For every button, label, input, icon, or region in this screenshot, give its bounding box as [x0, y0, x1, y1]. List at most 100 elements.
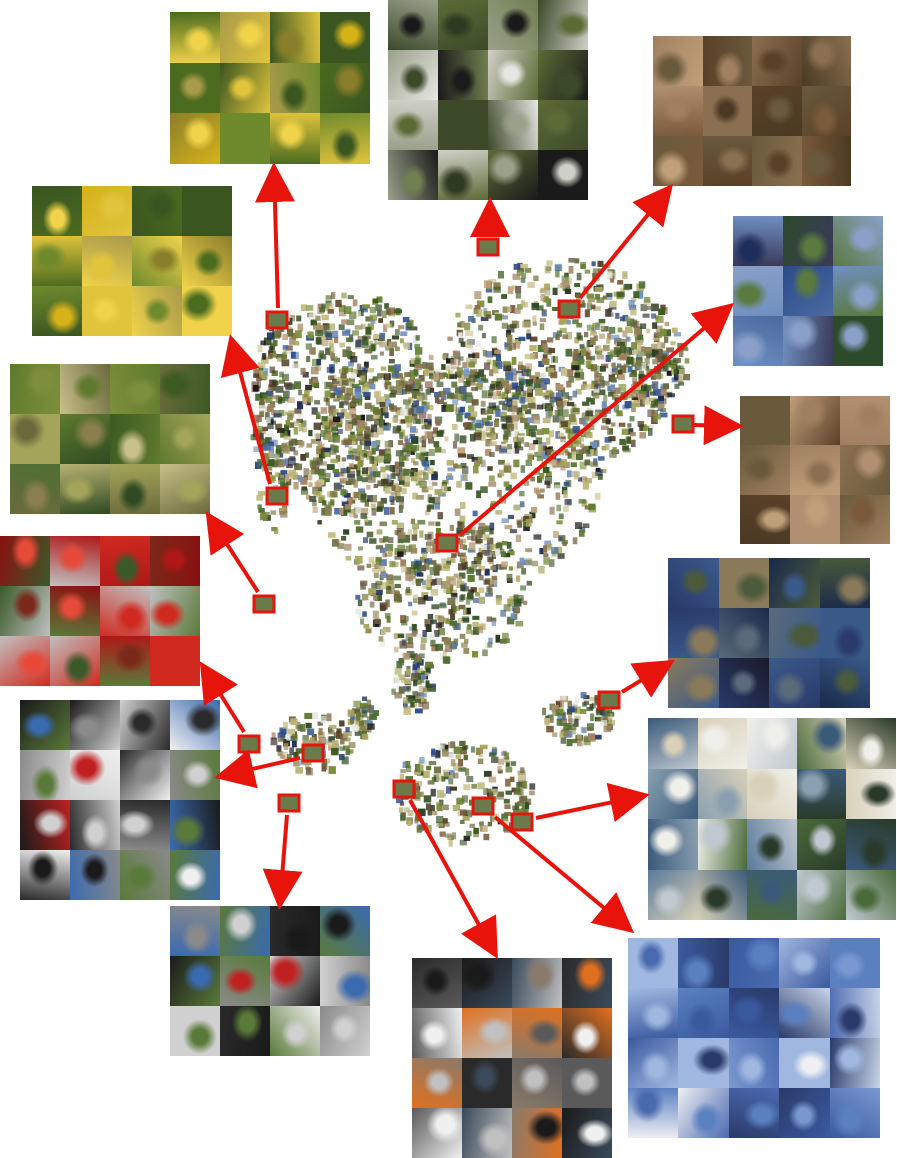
embedding-thumbnail [520, 767, 525, 774]
embedding-thumbnail [333, 483, 340, 492]
embedding-thumbnail [522, 805, 527, 813]
embedding-thumbnail [356, 466, 361, 472]
embedding-thumbnail [297, 410, 303, 418]
embedding-thumbnail [369, 538, 377, 544]
embedding-thumbnail [441, 405, 447, 412]
embedding-thumbnail [357, 420, 366, 428]
embedding-thumbnail [404, 678, 412, 685]
embedding-thumbnail [483, 579, 490, 585]
bird-photo-tile [740, 396, 790, 446]
embedding-thumbnail [501, 423, 508, 429]
embedding-thumbnail [307, 474, 313, 481]
embedding-thumbnail [446, 460, 454, 466]
embedding-thumbnail [339, 720, 345, 727]
embedding-thumbnail [503, 465, 512, 473]
embedding-thumbnail [504, 811, 511, 816]
embedding-thumbnail [293, 760, 300, 767]
embedding-thumbnail [683, 373, 691, 381]
embedding-thumbnail [541, 451, 549, 460]
embedding-thumbnail [427, 809, 432, 816]
embedding-thumbnail [412, 528, 418, 536]
embedding-thumbnail [438, 615, 445, 624]
embedding-thumbnail [269, 446, 274, 455]
embedding-thumbnail [571, 446, 576, 452]
embedding-thumbnail [478, 547, 484, 555]
embedding-thumbnail [468, 589, 474, 594]
embedding-thumbnail [560, 448, 569, 454]
embedding-thumbnail [572, 407, 580, 413]
embedding-thumbnail [631, 342, 637, 350]
embedding-thumbnail [478, 324, 484, 331]
embedding-thumbnail [437, 512, 443, 520]
bird-photo-tile [833, 266, 883, 316]
embedding-thumbnail [314, 400, 321, 405]
embedding-thumbnail [364, 348, 373, 354]
embedding-thumbnail [513, 808, 521, 814]
embedding-thumbnail [474, 291, 482, 299]
embedding-thumbnail [586, 449, 592, 457]
embedding-thumbnail [500, 609, 506, 617]
embedding-thumbnail [446, 358, 454, 364]
embedding-thumbnail [420, 451, 429, 457]
embedding-thumbnail [357, 336, 365, 343]
embedding-thumbnail [355, 339, 362, 348]
embedding-thumbnail [453, 762, 459, 771]
embedding-thumbnail [478, 574, 484, 581]
embedding-thumbnail [582, 481, 589, 490]
embedding-thumbnail [652, 322, 658, 329]
embedding-thumbnail [448, 778, 453, 783]
embedding-thumbnail [283, 435, 292, 440]
embedding-thumbnail [283, 390, 290, 399]
embedding-thumbnail [518, 774, 526, 780]
marker-woodpeckers-bottom [277, 793, 301, 813]
bird-photo-tile [110, 414, 160, 464]
embedding-thumbnail [530, 353, 536, 360]
embedding-thumbnail [278, 477, 285, 485]
embedding-thumbnail [358, 380, 366, 386]
embedding-thumbnail [489, 369, 494, 377]
embedding-thumbnail [646, 305, 653, 311]
embedding-thumbnail [521, 272, 526, 279]
embedding-thumbnail [315, 329, 323, 337]
embedding-thumbnail [477, 782, 485, 790]
embedding-thumbnail [355, 555, 363, 564]
embedding-thumbnail [585, 478, 592, 484]
embedding-thumbnail [355, 415, 362, 423]
embedding-thumbnail [660, 342, 666, 349]
embedding-thumbnail [305, 767, 314, 776]
embedding-thumbnail [429, 387, 435, 393]
embedding-thumbnail [282, 373, 289, 381]
embedding-thumbnail [396, 522, 405, 529]
embedding-thumbnail [590, 331, 597, 336]
embedding-thumbnail [458, 332, 463, 337]
bird-photo-tile [82, 236, 132, 286]
bird-photo-tile [538, 150, 588, 200]
embedding-thumbnail [419, 757, 425, 764]
embedding-thumbnail [555, 384, 564, 391]
embedding-thumbnail [389, 495, 394, 502]
embedding-thumbnail [631, 369, 637, 375]
embedding-thumbnail [511, 415, 519, 423]
embedding-thumbnail [525, 798, 532, 805]
embedding-thumbnail [616, 410, 623, 417]
embedding-thumbnail [414, 817, 419, 824]
embedding-thumbnail [549, 459, 556, 466]
embedding-thumbnail [592, 268, 600, 277]
embedding-thumbnail [359, 720, 364, 726]
embedding-thumbnail [321, 314, 329, 321]
embedding-thumbnail [444, 656, 450, 664]
embedding-thumbnail [565, 428, 571, 433]
embedding-thumbnail [380, 581, 388, 590]
embedding-thumbnail [480, 316, 489, 321]
embedding-thumbnail [552, 732, 558, 737]
embedding-thumbnail [410, 701, 415, 708]
embedding-thumbnail [509, 529, 517, 534]
embedding-thumbnail [458, 337, 464, 344]
embedding-thumbnail [390, 320, 395, 327]
embedding-thumbnail [285, 420, 290, 426]
embedding-thumbnail [399, 459, 404, 467]
embedding-thumbnail [369, 456, 375, 464]
embedding-thumbnail [380, 366, 387, 371]
embedding-thumbnail [591, 471, 599, 479]
embedding-thumbnail [276, 354, 284, 360]
